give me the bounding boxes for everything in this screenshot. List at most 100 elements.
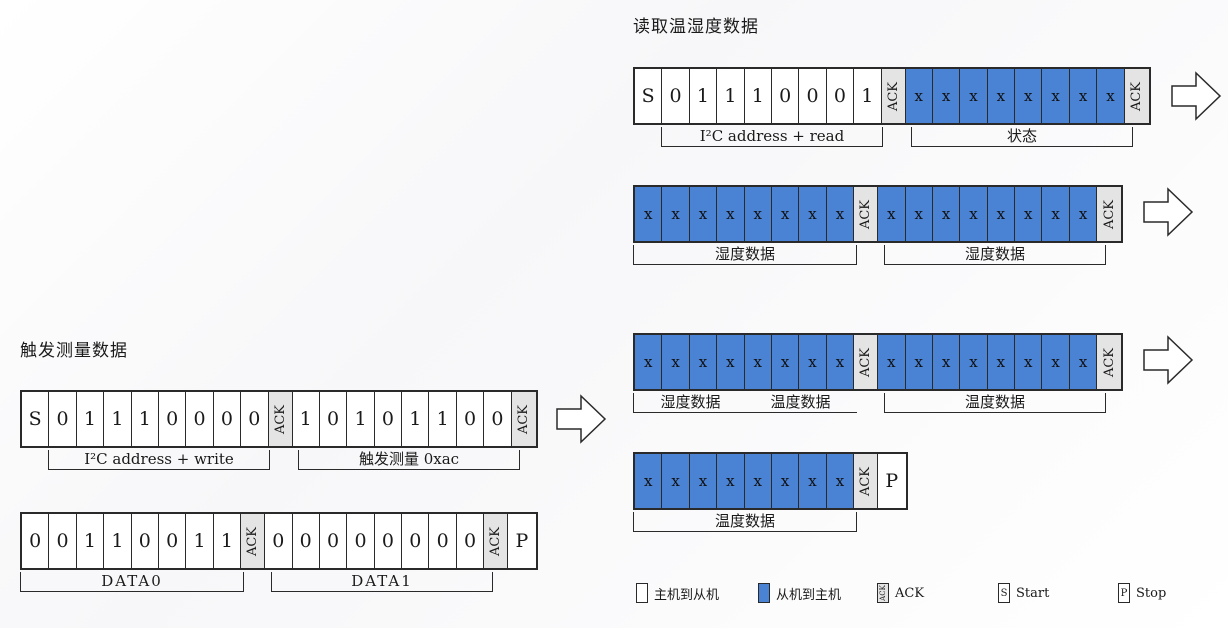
stop-swatch-glyph: P — [1120, 587, 1128, 599]
ack-cell-label: ACK — [1129, 81, 1145, 111]
legend-slave-label: 从机到主机 — [776, 587, 842, 603]
slave-bit-cell: x — [960, 335, 988, 389]
ack-cell-label: ACK — [858, 347, 874, 377]
slave-bit-cell: x — [826, 187, 855, 241]
ack-cell: ACK — [1097, 187, 1122, 241]
slave-bit-cell: x — [799, 454, 827, 508]
legend-stop: P Stop — [1118, 583, 1166, 603]
master-bit-cell: 0 — [374, 514, 403, 568]
master-swatch-icon — [636, 583, 648, 603]
slave-bit-cell: x — [905, 335, 933, 389]
legend-master-to-slave: 主机到从机 — [636, 583, 719, 603]
master-bit-cell: 0 — [49, 392, 77, 446]
slave-bit-cell: x — [960, 69, 988, 123]
master-bit-cell: 0 — [771, 69, 800, 123]
master-bit-cell: 1 — [76, 392, 105, 446]
slave-bit-cell: x — [1097, 69, 1125, 123]
slave-swatch-icon — [758, 583, 770, 603]
master-bit-cell: 0 — [292, 514, 320, 568]
ack-swatch-icon: ACK — [877, 583, 889, 603]
master-bit-cell: P — [508, 514, 536, 568]
continue-arrow-icon — [1143, 187, 1194, 237]
label-trigger-0xac: 触发测量 0xac — [298, 450, 520, 470]
slave-bit-cell: x — [771, 187, 800, 241]
master-bit-cell: 0 — [484, 392, 512, 446]
label-i2c-address-write: I²C address + write — [48, 450, 270, 470]
stop-swatch-icon: P — [1118, 583, 1130, 603]
slave-bit-cell: x — [932, 335, 961, 389]
legend-start-label: Start — [1016, 585, 1050, 601]
master-bit-cell: 0 — [131, 514, 159, 568]
slave-bit-cell: x — [689, 454, 718, 508]
master-bit-cell: 1 — [104, 514, 132, 568]
ack-cell: ACK — [881, 69, 906, 123]
ack-cell: ACK — [241, 514, 266, 568]
master-bit-cell: 0 — [456, 392, 485, 446]
legend-slave-to-master: 从机到主机 — [758, 583, 841, 603]
slave-bit-cell: x — [878, 187, 906, 241]
legend-master-label: 主机到从机 — [654, 587, 720, 603]
master-bit-cell: P — [878, 454, 906, 508]
slave-bit-cell: x — [1042, 187, 1070, 241]
master-bit-cell: 0 — [186, 392, 214, 446]
start-swatch-glyph: S — [1000, 587, 1008, 599]
slave-bit-cell: x — [987, 187, 1016, 241]
master-bit-cell: 1 — [429, 392, 457, 446]
slave-bit-cell: x — [717, 187, 745, 241]
slave-bit-cell: x — [932, 69, 961, 123]
master-bit-cell: 1 — [717, 69, 745, 123]
master-bit-cell: 1 — [76, 514, 105, 568]
master-bit-cell: 0 — [319, 392, 348, 446]
ack-swatch-glyph: ACK — [879, 585, 888, 601]
slave-bit-cell: x — [905, 69, 933, 123]
label-humidity-2: 湿度数据 — [884, 245, 1106, 265]
continue-arrow-icon — [1143, 335, 1194, 385]
slave-bit-cell: x — [744, 454, 772, 508]
master-bit-cell: 0 — [213, 392, 242, 446]
legend-ack: ACK ACK — [877, 583, 924, 603]
label-humidity-3-text: 湿度数据 — [660, 393, 721, 411]
master-bit-cell: 0 — [799, 69, 827, 123]
ack-cell-label: ACK — [1101, 347, 1117, 377]
ack-cell: ACK — [484, 514, 509, 568]
ack-cell-label: ACK — [1101, 199, 1117, 229]
slave-bit-cell: x — [1069, 335, 1098, 389]
slave-bit-cell: x — [744, 335, 772, 389]
trigger-section-title: 触发测量数据 — [20, 341, 128, 361]
slave-bit-cell: x — [689, 335, 718, 389]
master-bit-cell: 0 — [158, 392, 187, 446]
ack-cell-label: ACK — [245, 526, 261, 556]
master-bit-cell: 0 — [241, 392, 269, 446]
master-bit-cell: 0 — [49, 514, 77, 568]
label-i2c-address-read: I²C address + read — [661, 127, 883, 147]
master-bit-cell: 0 — [265, 514, 293, 568]
master-bit-cell: 0 — [347, 514, 375, 568]
legend-stop-label: Stop — [1136, 585, 1167, 601]
slave-bit-cell: x — [878, 335, 906, 389]
label-temp-1-text: 温度数据 — [770, 393, 831, 411]
master-bit-cell: 0 — [22, 514, 50, 568]
master-bit-cell: 0 — [429, 514, 457, 568]
slave-bit-cell: x — [744, 187, 772, 241]
slave-bit-cell: x — [1042, 69, 1070, 123]
slave-bit-cell: x — [987, 335, 1016, 389]
master-bit-cell: 1 — [347, 392, 375, 446]
legend-ack-label: ACK — [895, 585, 925, 601]
ack-cell-label: ACK — [858, 199, 874, 229]
ack-cell-label: ACK — [516, 404, 532, 434]
slave-bit-cell: x — [662, 335, 690, 389]
slave-bit-cell: x — [1015, 335, 1043, 389]
slave-bit-cell: x — [905, 187, 933, 241]
ack-cell-label: ACK — [272, 404, 288, 434]
master-bit-cell: 1 — [131, 392, 159, 446]
master-bit-cell: 0 — [402, 514, 430, 568]
slave-bit-cell: x — [1069, 187, 1098, 241]
master-bit-cell: 0 — [374, 392, 403, 446]
slave-bit-cell: x — [717, 335, 745, 389]
master-bit-cell: 1 — [854, 69, 882, 123]
ack-cell: ACK — [1124, 69, 1149, 123]
ack-cell: ACK — [511, 392, 536, 446]
